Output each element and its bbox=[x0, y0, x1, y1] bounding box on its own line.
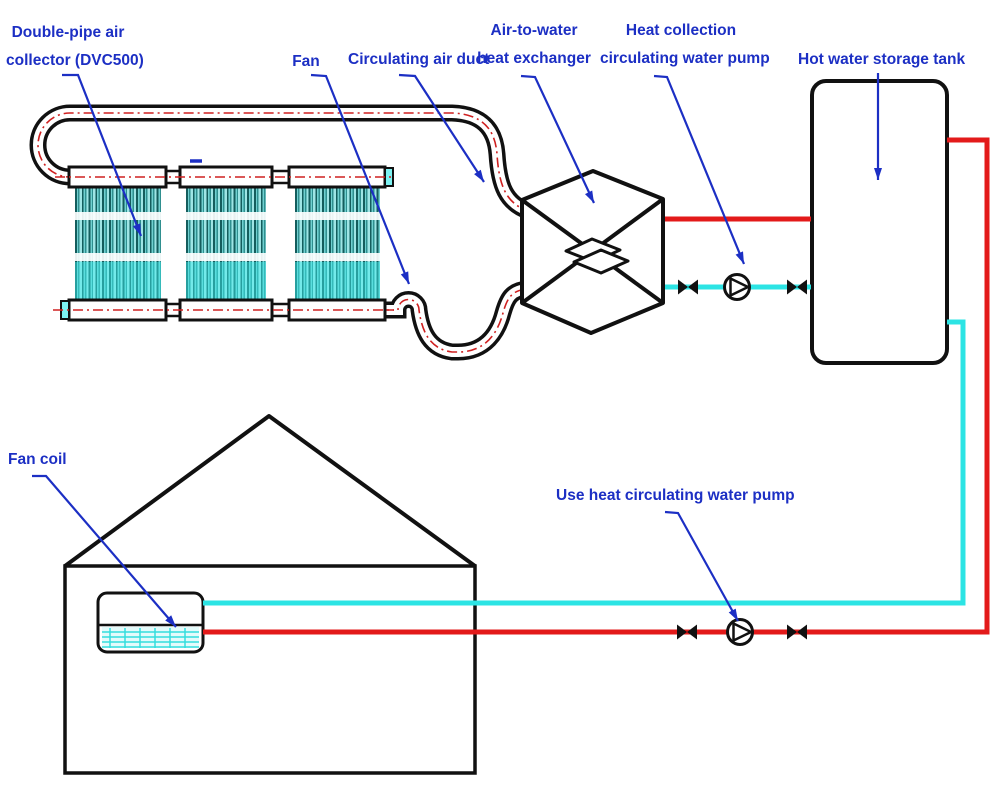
tube-break bbox=[75, 253, 161, 261]
valve-icon bbox=[797, 624, 807, 640]
arrowhead-icon bbox=[874, 168, 882, 180]
valve-icon bbox=[677, 624, 687, 640]
valve-icon bbox=[678, 279, 688, 295]
air-duct-label: Circulating air duct bbox=[348, 51, 490, 68]
leader-arrowheads bbox=[132, 168, 882, 627]
valve-icon bbox=[688, 279, 698, 295]
use-heat-return-pipe bbox=[203, 319, 966, 606]
valve-icon bbox=[787, 624, 797, 640]
fan-coil-unit bbox=[96, 591, 205, 654]
fan-coil-label: Fan coil bbox=[8, 451, 67, 468]
tube-break bbox=[75, 212, 161, 220]
arrowhead-icon bbox=[735, 251, 744, 264]
storage-tank-label: Hot water storage tank bbox=[798, 51, 966, 68]
tube-break bbox=[186, 253, 266, 261]
collector-label-line1: Double-pipe air bbox=[11, 24, 125, 41]
collection-pump-label: Heat collection circulating water pump bbox=[600, 22, 770, 67]
circulating-air-duct-bottom-with-fan bbox=[384, 280, 530, 361]
hot-water-storage-tank bbox=[810, 79, 949, 365]
use-heat-hot-pipe bbox=[203, 137, 990, 635]
heat-exchanger-label: Air-to-water heat exchanger bbox=[477, 22, 591, 67]
valves bbox=[677, 279, 807, 640]
arrowhead-icon bbox=[728, 608, 738, 621]
fan-label: Fan bbox=[292, 53, 320, 70]
arrowhead-icon bbox=[585, 190, 594, 203]
tube-bright-section bbox=[75, 262, 161, 305]
collector-tubes-panel-3 bbox=[295, 183, 380, 305]
arrowhead-icon bbox=[132, 223, 141, 236]
use-heat-pump bbox=[726, 618, 754, 646]
arrowhead-icon bbox=[400, 271, 409, 284]
arrowhead-icon bbox=[474, 169, 484, 182]
circulating-air-duct-top bbox=[29, 104, 532, 219]
collector-tubes-panel-1 bbox=[75, 183, 161, 305]
use-pump-label: Use heat circulating water pump bbox=[556, 487, 795, 504]
leader-lines bbox=[32, 73, 880, 628]
tube-break bbox=[295, 253, 380, 261]
tube-break bbox=[295, 212, 380, 220]
exchanger-coil-symbol bbox=[572, 248, 630, 275]
heat-collection-pump bbox=[723, 273, 751, 301]
collector-label-line2: collector (DVC500) bbox=[6, 52, 144, 69]
collector-headers bbox=[53, 165, 394, 322]
valve-icon bbox=[787, 279, 797, 295]
tube-bright-section bbox=[186, 262, 266, 305]
collector-label: Double-pipe air collector (DVC500) bbox=[6, 19, 144, 75]
roof bbox=[63, 414, 477, 568]
air-to-water-heat-exchanger bbox=[520, 169, 665, 335]
tube-break bbox=[186, 212, 266, 220]
valve-icon bbox=[797, 279, 807, 295]
arrowhead-icon bbox=[165, 615, 176, 627]
valve-icon bbox=[687, 624, 697, 640]
coil-grid bbox=[102, 628, 199, 648]
collector-tubes-panel-2 bbox=[186, 183, 266, 305]
tube-bright-section bbox=[295, 262, 380, 305]
